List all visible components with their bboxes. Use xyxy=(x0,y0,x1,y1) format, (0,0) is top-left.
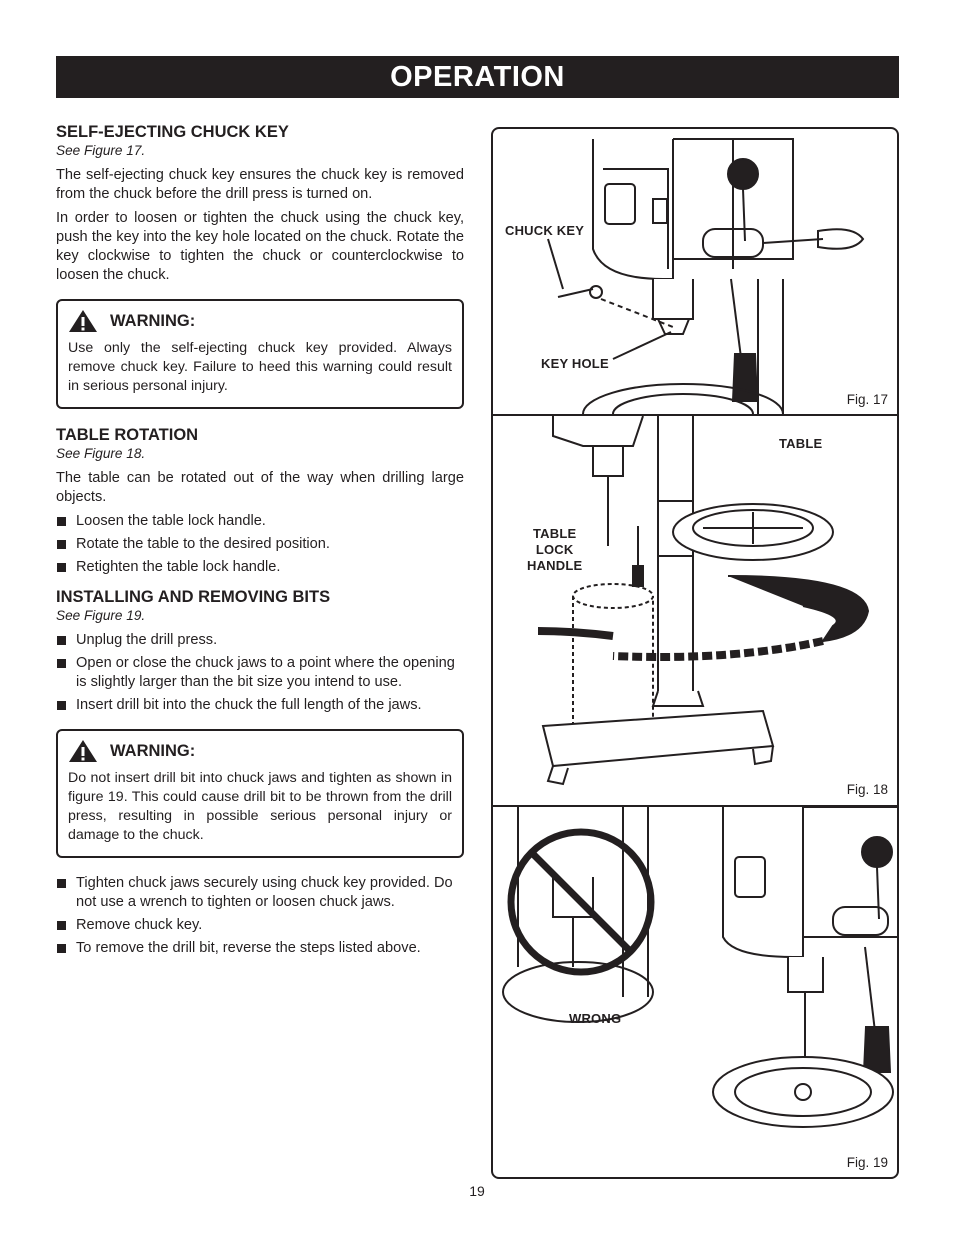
list-item: Open or close the chuck jaws to a point … xyxy=(56,654,464,692)
bits-list-continued: Tighten chuck jaws securely using chuck … xyxy=(56,874,464,958)
page-number: 19 xyxy=(469,1183,485,1199)
list-item: Rotate the table to the desired position… xyxy=(56,535,464,554)
chuck-key-para-1: The self-ejecting chuck key ensures the … xyxy=(56,167,464,202)
list-item: Insert drill bit into the chuck the full… xyxy=(56,696,464,715)
bits-list: Unplug the drill press. Open or close th… xyxy=(56,631,464,715)
see-figure-18: See Figure 18. xyxy=(56,446,146,461)
table-rotation-heading: TABLE ROTATION xyxy=(56,426,199,444)
figures-frame: CHUCK KEY KEY HOLE Fig. 17 xyxy=(491,127,899,1179)
callout-table: TABLE xyxy=(779,436,823,451)
drill-press-chuck-key-illustration xyxy=(547,138,865,414)
figure-17-label: Fig. 17 xyxy=(846,392,888,407)
drill-bit-insertion-illustration xyxy=(502,807,897,1128)
bits-heading: INSTALLING AND REMOVING BITS xyxy=(56,588,331,606)
warning-label-2: WARNING: xyxy=(110,741,196,760)
list-item: Loosen the table lock handle. xyxy=(56,512,464,531)
section-banner: OPERATION xyxy=(56,56,899,98)
see-figure-17: See Figure 17. xyxy=(56,143,146,158)
chuck-key-heading: SELF-EJECTING CHUCK KEY xyxy=(56,123,289,141)
callout-line: HANDLE xyxy=(527,558,583,573)
figure-18-label: Fig. 18 xyxy=(846,782,888,797)
see-figure-19: See Figure 19. xyxy=(56,608,146,623)
list-item: Unplug the drill press. xyxy=(56,631,464,650)
warning-triangle-icon xyxy=(69,310,97,332)
warning-text-2: Do not insert drill bit into chuck jaws … xyxy=(68,770,452,843)
table-rotation-list: Loosen the table lock handle. Rotate the… xyxy=(56,512,464,577)
text-column: SELF-EJECTING CHUCK KEY See Figure 17. T… xyxy=(56,122,464,964)
figure-19: WRONG Fig. 19 xyxy=(493,807,897,1177)
callout-table-lock-handle: TABLE LOCK HANDLE xyxy=(527,526,582,574)
figure-19-label: Fig. 19 xyxy=(846,1155,888,1170)
list-item: Tighten chuck jaws securely using chuck … xyxy=(56,874,464,912)
warning-label-1: WARNING: xyxy=(110,311,196,330)
warning-box-1: WARNING: Use only the self-ejecting chuc… xyxy=(56,299,464,409)
list-item: To remove the drill bit, reverse the ste… xyxy=(56,939,464,958)
figure-17: CHUCK KEY KEY HOLE Fig. 17 xyxy=(493,129,897,416)
table-rotation-illustration xyxy=(537,416,870,786)
list-item: Remove chuck key. xyxy=(56,916,464,935)
figure-18: TABLE TABLE LOCK HANDLE Fig. 18 xyxy=(493,416,897,807)
callout-line: TABLE xyxy=(533,526,577,541)
warning-triangle-icon xyxy=(69,740,97,762)
callout-chuck-key: CHUCK KEY xyxy=(505,223,585,238)
chuck-key-para-2: In order to loosen or tighten the chuck … xyxy=(56,210,464,283)
warning-text-1: Use only the self-ejecting chuck key pro… xyxy=(68,340,452,394)
warning-box-2: WARNING: Do not insert drill bit into ch… xyxy=(56,729,464,858)
callout-line: LOCK xyxy=(535,542,574,557)
list-item: Retighten the table lock handle. xyxy=(56,558,464,577)
callout-key-hole: KEY HOLE xyxy=(541,356,609,371)
table-rotation-para: The table can be rotated out of the way … xyxy=(56,470,464,505)
callout-wrong: WRONG xyxy=(569,1011,622,1026)
